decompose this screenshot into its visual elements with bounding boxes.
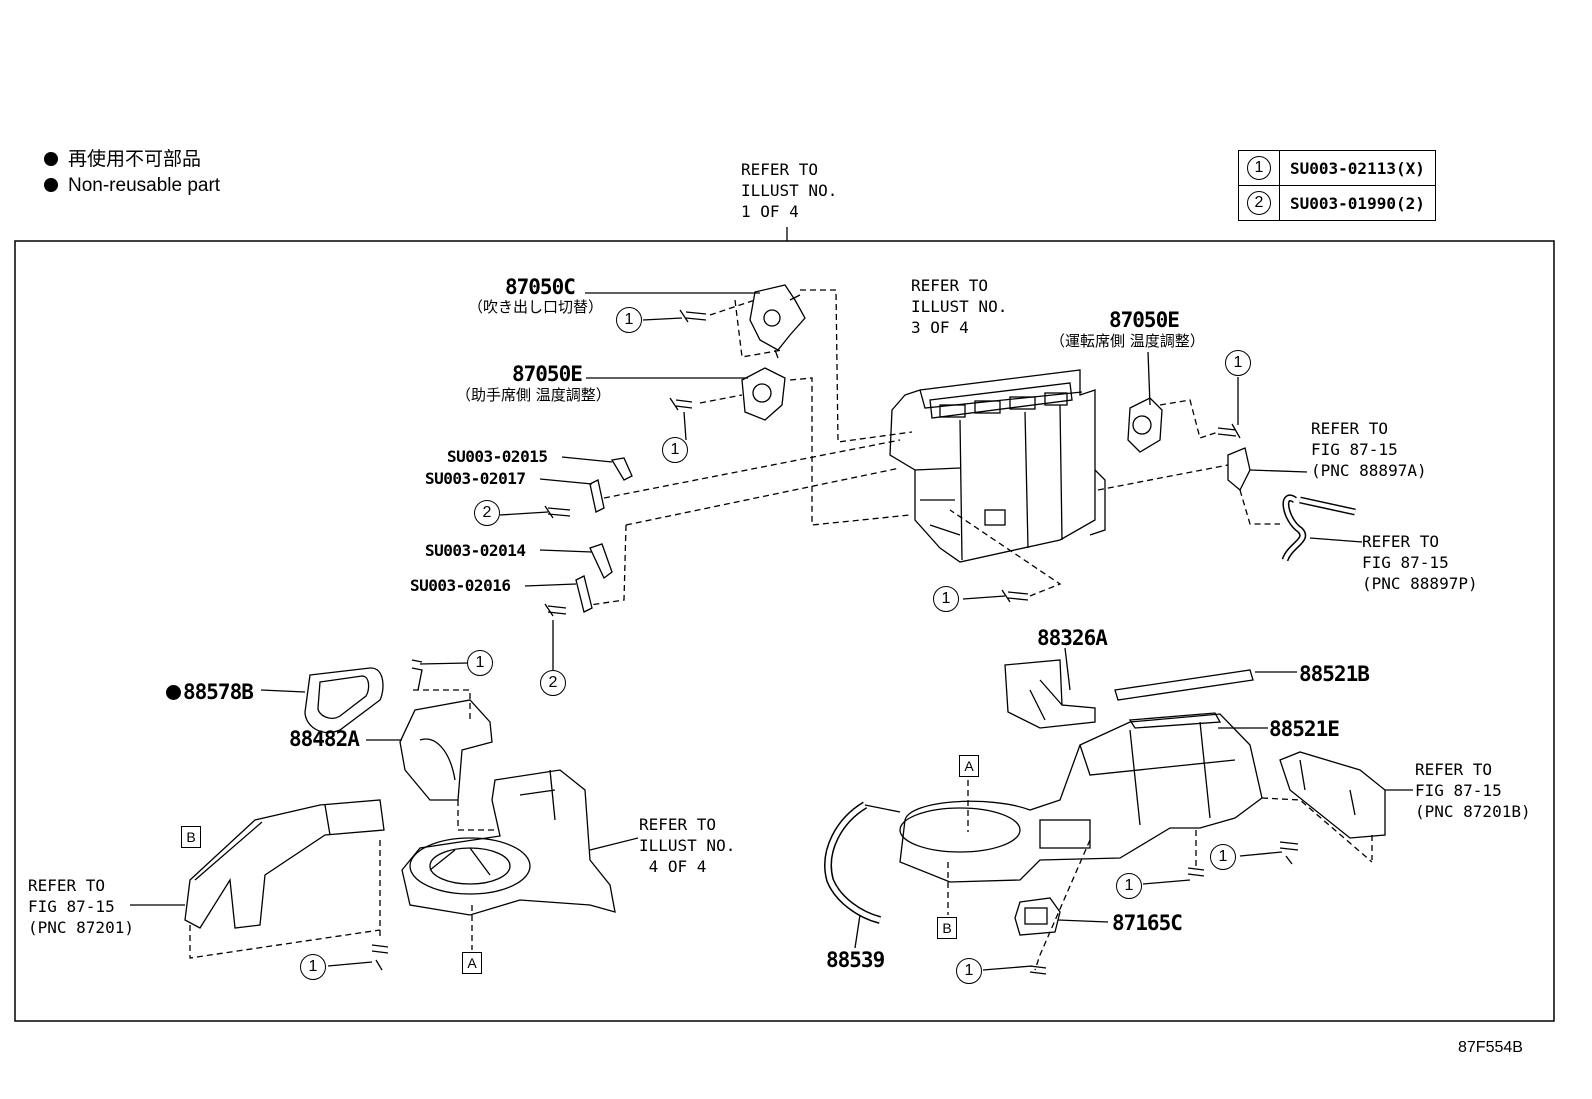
bullet-icon — [44, 152, 58, 166]
callout-circle: 1 — [1247, 156, 1271, 180]
callout-circle: 1 — [1116, 873, 1142, 899]
refer-note: REFER TO ILLUST NO. 4 OF 4 — [639, 815, 736, 876]
refer-note: REFER TO ILLUST NO. 1 OF 4 — [741, 160, 838, 221]
reference-table: 1 SU003-02113(X) 2 SU003-01990(2) — [1238, 150, 1436, 221]
part-label: SU003-02015 — [447, 447, 548, 466]
part-label: 88521B — [1299, 662, 1370, 686]
figure-id: 87F554B — [1458, 1039, 1523, 1056]
callout-circle: 1 — [616, 307, 642, 333]
part-label: 87050E — [1109, 308, 1180, 332]
part-label: 87165C — [1112, 911, 1183, 935]
marker-box: A — [462, 952, 482, 974]
legend: 再使用不可部品 Non-reusable part — [44, 147, 220, 199]
part-description: （運転席側 温度調整） — [1050, 332, 1205, 350]
part-label-non-reusable: 88578B — [166, 680, 254, 704]
part-label: SU003-02014 — [425, 541, 526, 560]
part-description: （助手席側 温度調整） — [456, 386, 611, 404]
legend-en: Non-reusable part — [44, 173, 220, 199]
marker-box: B — [937, 917, 957, 939]
callout-circle: 2 — [1247, 191, 1271, 215]
callout-circle: 1 — [467, 650, 493, 676]
part-label: SU003-02017 — [425, 469, 526, 488]
part-label: 88539 — [826, 948, 885, 972]
callout-circle: 2 — [540, 670, 566, 696]
part-label: 87050C — [505, 275, 576, 299]
marker-box: B — [181, 826, 201, 848]
part-label: 87050E — [512, 362, 583, 386]
refer-note: REFER TO ILLUST NO. 3 OF 4 — [911, 276, 1008, 337]
ref-row: 1 SU003-02113(X) — [1238, 150, 1436, 186]
part-label: 88326A — [1037, 626, 1108, 650]
callout-circle: 1 — [1225, 350, 1251, 376]
part-label: 88482A — [289, 727, 360, 751]
legend-jp: 再使用不可部品 — [44, 147, 220, 173]
callout-circle: 1 — [1210, 844, 1236, 870]
callout-circle: 2 — [474, 500, 500, 526]
part-description: （吹き出し口切替） — [468, 298, 604, 316]
ref-part: SU003-02113(X) — [1279, 150, 1436, 186]
refer-note: REFER TO FIG 87-15 (PNC 87201B) — [1415, 760, 1531, 821]
callout-circle: 1 — [933, 586, 959, 612]
refer-note: REFER TO FIG 87-15 (PNC 88897P) — [1362, 532, 1478, 593]
callout-circle: 1 — [300, 954, 326, 980]
part-label: SU003-02016 — [410, 576, 511, 595]
bullet-icon — [44, 178, 58, 192]
bullet-icon — [166, 685, 181, 700]
refer-note: REFER TO FIG 87-15 (PNC 87201) — [28, 876, 134, 937]
marker-box: A — [959, 755, 979, 777]
ref-row: 2 SU003-01990(2) — [1238, 185, 1436, 221]
callout-circle: 1 — [956, 958, 982, 984]
callout-circle: 1 — [662, 437, 688, 463]
part-label: 88521E — [1269, 717, 1340, 741]
refer-note: REFER TO FIG 87-15 (PNC 88897A) — [1311, 419, 1427, 480]
ref-part: SU003-01990(2) — [1279, 185, 1436, 221]
